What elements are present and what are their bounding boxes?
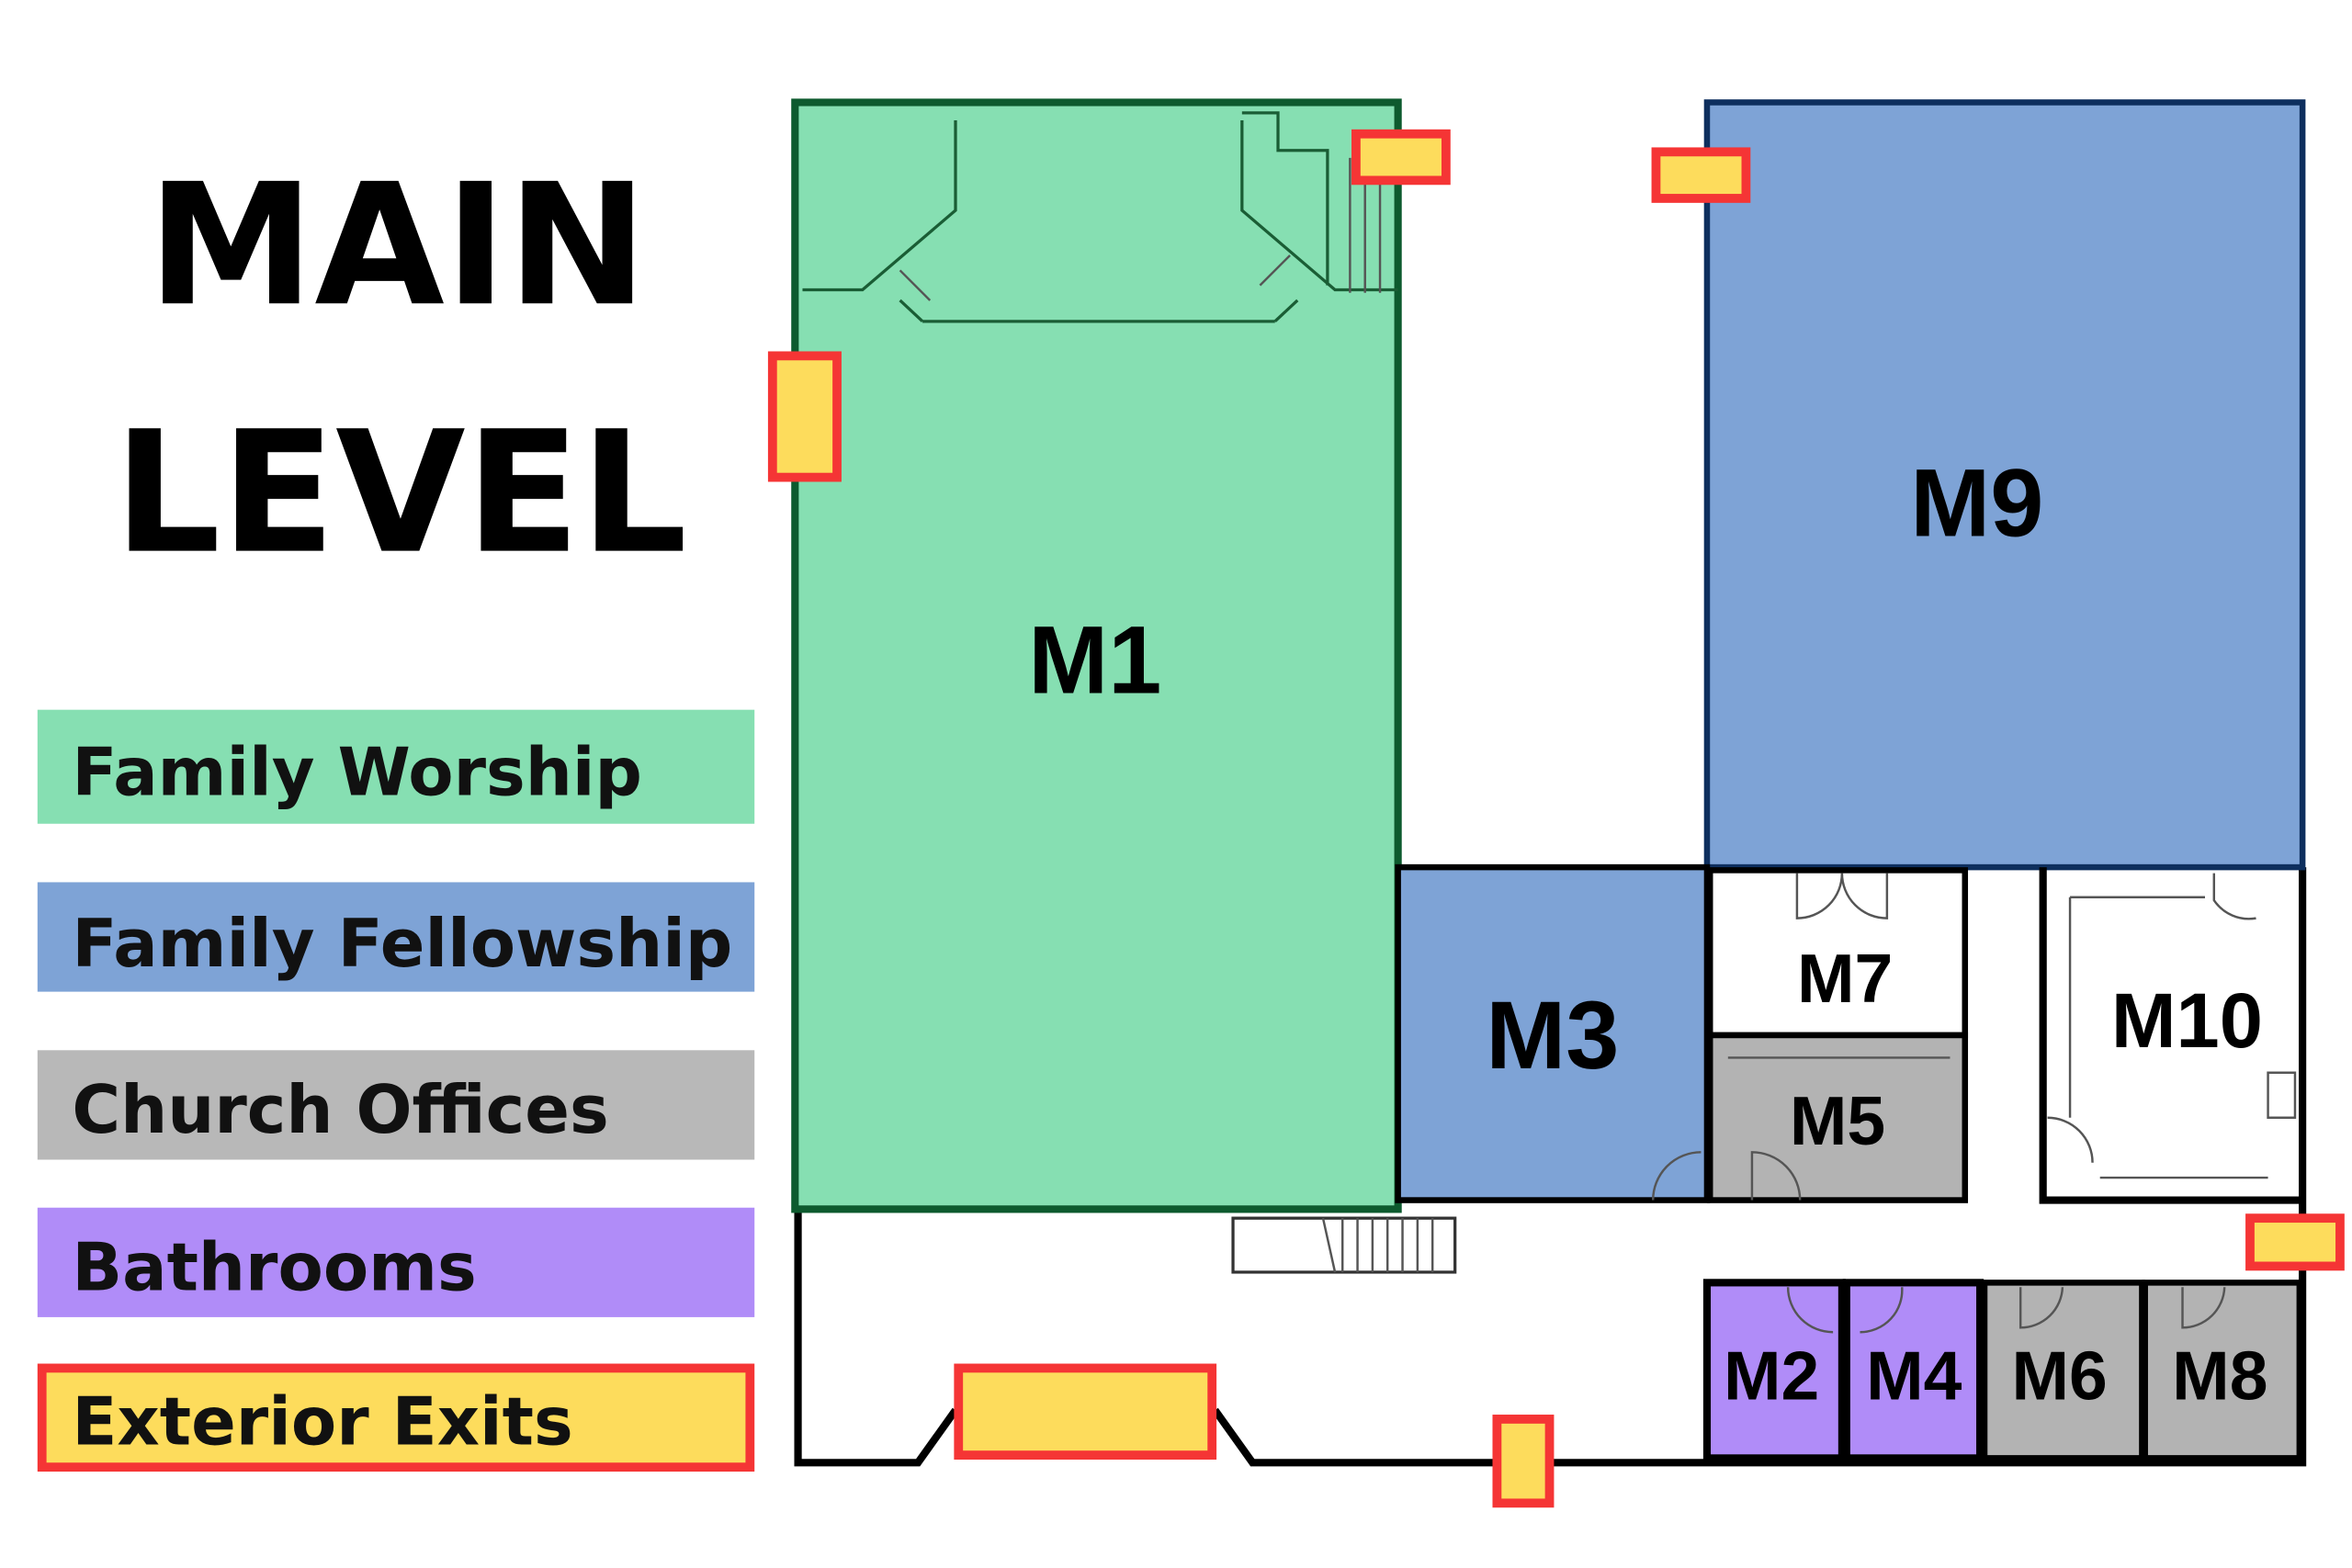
legend: Family Worship Family Fellowship Church …	[37, 709, 755, 1472]
exterior-exit[interactable]	[954, 1363, 1217, 1461]
room-m9[interactable]: M9	[1703, 99, 2306, 871]
room-m8[interactable]: M8	[2142, 1280, 2303, 1461]
room-label-m2: M2	[1724, 1337, 1819, 1415]
exterior-exit[interactable]	[1351, 129, 1451, 186]
title-line-1: MAIN	[147, 148, 648, 344]
room-m10[interactable]: M10	[2039, 867, 2300, 1204]
room-label-m7: M7	[1797, 940, 1893, 1017]
legend-label-exterior-exits: Exterior Exits	[72, 1383, 572, 1461]
stairs-lower	[1231, 1216, 1457, 1274]
room-m7[interactable]: M7	[1706, 867, 1969, 1039]
room-label-m4: M4	[1866, 1337, 1962, 1415]
exterior-exit[interactable]	[1492, 1415, 1555, 1508]
exterior-exit[interactable]	[767, 351, 842, 482]
room-label-m3: M3	[1486, 982, 1619, 1089]
room-label-m1: M1	[1028, 607, 1161, 715]
room-label-m5: M5	[1790, 1082, 1885, 1159]
exterior-exit[interactable]	[1651, 147, 1751, 203]
legend-swatch-family-worship	[37, 709, 755, 824]
exterior-exit[interactable]	[2245, 1213, 2345, 1271]
room-label-m9: M9	[1910, 449, 2043, 557]
legend-label-family-fellowship: Family Fellowship	[72, 905, 732, 982]
room-m4[interactable]: M4	[1842, 1279, 1984, 1462]
legend-label-family-worship: Family Worship	[72, 734, 642, 811]
exterior-exits	[767, 129, 2345, 1508]
legend-swatch-church-offices	[37, 1050, 755, 1160]
room-label-m6: M6	[2011, 1337, 2107, 1415]
room-label-m8: M8	[2172, 1337, 2267, 1415]
room-m3[interactable]: M3	[1395, 863, 1711, 1203]
legend-label-church-offices: Church Offices	[72, 1071, 608, 1148]
title-line-2: LEVEL	[114, 396, 687, 592]
room-m6[interactable]: M6	[1981, 1280, 2145, 1461]
room-m2[interactable]: M2	[1702, 1279, 1846, 1462]
room-m5[interactable]: M5	[1706, 1032, 1969, 1203]
legend-label-bathrooms: Bathrooms	[72, 1229, 476, 1306]
room-label-m10: M10	[2111, 976, 2263, 1064]
legend-swatch-exterior-exits	[37, 1363, 755, 1472]
legend-swatch-bathrooms	[37, 1207, 755, 1317]
room-m1[interactable]: M1	[791, 98, 1402, 1213]
legend-swatch-family-fellowship	[37, 882, 755, 992]
